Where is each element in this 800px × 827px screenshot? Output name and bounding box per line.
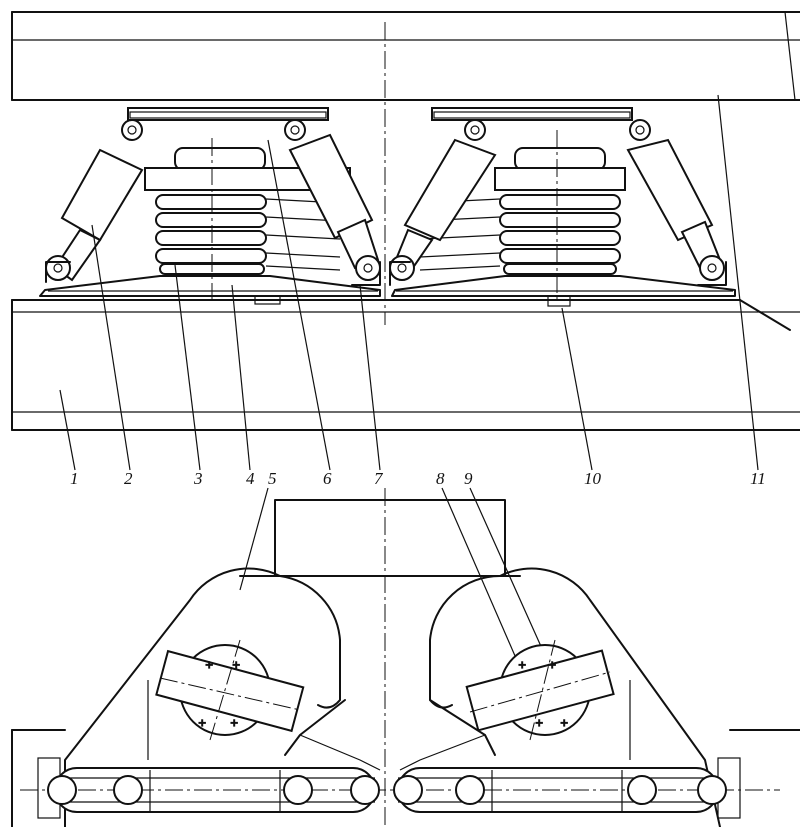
foundation-beam [11,299,800,431]
upper-view [11,11,800,431]
svg-text:+: + [560,718,568,729]
damper-left-outer [45,119,144,283]
svg-text:+: + [230,718,238,729]
coil-spring-right [419,194,621,275]
callout-3: 3 [193,469,203,488]
base-plate-right [391,275,736,307]
callout-10: 10 [584,469,602,488]
damper-left-inner [284,119,381,286]
svg-text:+: + [535,718,543,729]
spring-set-left [45,107,381,286]
damper-right-outer [626,119,727,286]
callout-4: 4 [246,469,255,488]
callout-11: 11 [750,469,766,488]
upper-frame [11,11,800,101]
callout-labels: 1 2 3 4 5 6 7 10 11 8 9 [70,469,766,488]
callout-5: 5 [268,469,277,488]
spring-set-right [389,107,727,286]
callout-7: 7 [374,469,384,488]
callout-6: 6 [323,469,332,488]
damper-right-inner [389,119,497,286]
coil-spring-left [155,194,341,275]
bracket-right: + + + + [399,567,721,827]
callout-2: 2 [124,469,133,488]
pin-joints [47,770,727,812]
base-plate-left [39,275,381,305]
central-block [274,499,506,577]
lower-view: + + + + + + + + [11,488,800,827]
svg-text:+: + [548,660,556,671]
callout-1: 1 [70,469,79,488]
svg-text:+: + [198,718,206,729]
svg-text:+: + [205,660,213,671]
callout-9: 9 [464,469,473,488]
svg-text:+: + [232,660,240,671]
callout-8: 8 [436,469,445,488]
bracket-left: + + + + [64,567,381,827]
svg-text:+: + [518,660,526,671]
